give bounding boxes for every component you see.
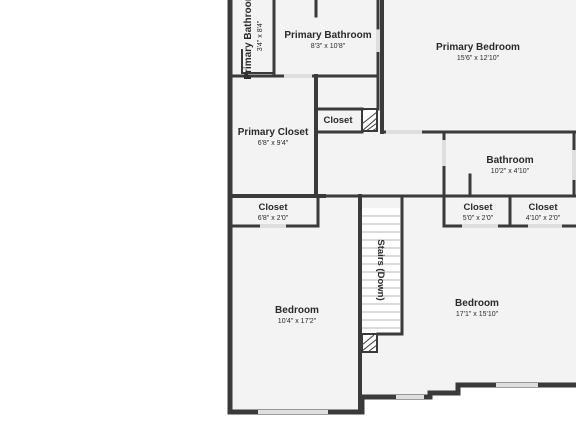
windows: [258, 30, 576, 414]
room-dimensions: 15'6" x 12'10": [457, 55, 500, 62]
label-primary-bedroom: Primary Bedroom 15'6" x 12'10": [436, 42, 520, 62]
room-dimensions: 10'2" x 4'10": [491, 168, 530, 175]
room-dimensions: 8'3" x 10'8": [311, 43, 346, 50]
room-name: Closet: [463, 202, 493, 213]
room-name: Primary Bathroom: [243, 0, 254, 80]
room-name: Stairs (Down): [375, 239, 386, 300]
room-name: Primary Bedroom: [436, 42, 520, 53]
room-name: Bathroom: [486, 155, 533, 166]
label-primary-closet: Primary Closet 6'8" x 9'4": [238, 127, 309, 147]
room-name: Closet: [258, 202, 288, 213]
room-name: Primary Closet: [238, 127, 309, 138]
hatched-chase-upper: [361, 108, 378, 132]
room-name: Primary Bathroom: [284, 30, 371, 41]
label-closet-right: Closet 4'10" x 2'0": [526, 202, 561, 222]
label-stairs: Stairs (Down): [375, 239, 386, 300]
room-dimensions: 5'0" x 2'0": [463, 215, 494, 222]
room-name: Bedroom: [455, 298, 499, 309]
label-closet-small: Closet: [323, 115, 353, 126]
room-dimensions: 3'4" x 8'4": [257, 20, 264, 51]
room-dimensions: 4'10" x 2'0": [526, 215, 561, 222]
room-dimensions: 6'8" x 2'0": [258, 215, 289, 222]
stairs: [362, 208, 400, 334]
label-bedroom-left: Bedroom 10'4" x 17'2": [275, 305, 319, 325]
hatched-chase-lower: [361, 333, 378, 353]
room-name: Closet: [528, 202, 558, 213]
label-primary-bath-small: Primary Bathroom 3'4" x 8'4": [243, 0, 264, 80]
stair-treads: [362, 215, 400, 329]
room-dimensions: 10'4" x 17'2": [278, 318, 317, 325]
label-closet-mid: Closet 5'0" x 2'0": [463, 202, 494, 222]
room-name: Closet: [323, 115, 353, 126]
label-primary-bathroom: Primary Bathroom 8'3" x 10'8": [284, 30, 371, 50]
label-bedroom-right: Bedroom 17'1" x 15'10": [455, 298, 499, 318]
room-dimensions: 17'1" x 15'10": [456, 311, 499, 318]
room-dimensions: 6'8" x 9'4": [258, 140, 289, 147]
room-name: Bedroom: [275, 305, 319, 316]
label-bathroom: Bathroom 10'2" x 4'10": [486, 155, 533, 175]
label-closet-left: Closet 6'8" x 2'0": [258, 202, 289, 222]
